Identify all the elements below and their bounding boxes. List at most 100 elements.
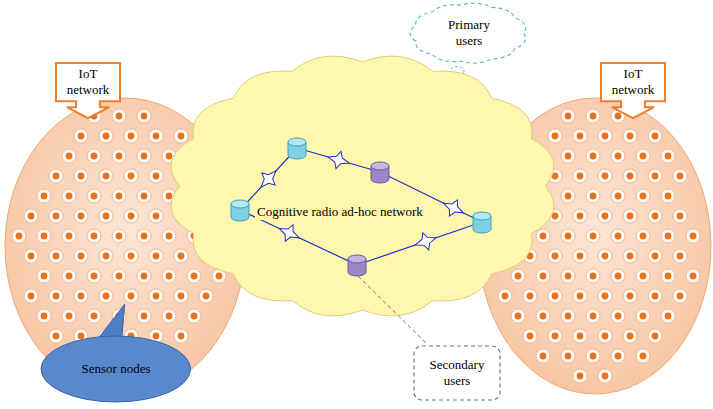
sensor-dot [598,249,612,263]
radio-node [288,138,306,159]
sensor-dot [611,309,625,323]
sensor-dot [24,249,38,263]
sensor-dot [648,289,662,303]
sensor-dot [586,309,600,323]
radio-node [231,200,249,221]
sensor-dot [611,189,625,203]
sensor-dot [636,229,650,243]
sensor-dot [37,189,51,203]
sensor-dot [37,229,51,243]
wireless-symbol [325,148,351,171]
sensor-dot [498,289,512,303]
sensor-dot [586,229,600,243]
sensor-dot [586,109,600,123]
node-label: IoT network [60,66,116,97]
sensor-dot [598,329,612,343]
sensor-dot [686,229,700,243]
sensor-dot [573,169,587,183]
sensor-dot [611,149,625,163]
sensor-dot [636,349,650,363]
sensor-dot [686,269,700,283]
sensor-dot [37,309,51,323]
sensor-dot [536,229,550,243]
sensor-dot [523,289,537,303]
sensor-dot [124,289,138,303]
sensor-dot [573,209,587,223]
sensor-dot [112,189,126,203]
sensor-dot [511,309,525,323]
sensor-dot [598,289,612,303]
sensor-dot [511,269,525,283]
sensor-dot [174,249,188,263]
sensor-dot [99,209,113,223]
sensor-dot [623,169,637,183]
node-label: Primary users [434,17,504,48]
sensor-dot [661,189,675,203]
sensor-dot [623,289,637,303]
sensor-dot [561,189,575,203]
sensor-dot [611,349,625,363]
sensor-dot [586,349,600,363]
sensor-dot [162,309,176,323]
sensor-dot [49,289,63,303]
sensor-dot [611,269,625,283]
sensor-dot [62,149,76,163]
sensor-dot [661,309,675,323]
sensor-dot [561,349,575,363]
sensor-dot [49,209,63,223]
sensor-dot [24,289,38,303]
sensor-dot [548,129,562,143]
sensor-dot [99,249,113,263]
sensor-dot [62,269,76,283]
sensor-dot [124,169,138,183]
sensor-dot [149,129,163,143]
sensor-dot [187,309,201,323]
sensor-dot [74,289,88,303]
sensor-dot [561,309,575,323]
sensor-dot [661,149,675,163]
sensor-dot [536,349,550,363]
sensor-dot [137,269,151,283]
sensor-dot [573,249,587,263]
sensor-dot [548,289,562,303]
sensor-dot [586,269,600,283]
sensor-dot [611,229,625,243]
sensor-dot [112,269,126,283]
sensor-dot [87,229,101,243]
sensor-dot [74,209,88,223]
radio-link [357,222,482,265]
secondary-users-box: Secondary users [413,345,501,401]
network-callout: IoT network [600,62,666,119]
sensor-dot [149,249,163,263]
sensor-dot [661,229,675,243]
sensor-dot [62,229,76,243]
sensor-dot [137,149,151,163]
sensor-dot [623,249,637,263]
sensor-dot [74,169,88,183]
sensor-dot [548,329,562,343]
sensor-dot [112,109,126,123]
node-label: Secondary users [418,357,496,388]
sensor-dot [586,149,600,163]
sensor-dot [137,189,151,203]
sensor-dot [561,229,575,243]
sensor-dot [648,129,662,143]
sensor-dot [598,209,612,223]
sensor-dot [112,149,126,163]
sensor-dot [62,189,76,203]
sensor-dot [112,229,126,243]
sensor-dot [49,169,63,183]
sensor-dot [99,289,113,303]
sensor-dot [37,269,51,283]
network-cloud-outline [165,52,560,320]
node-label: Cognitive radio ad-hoc network [255,204,425,220]
sensor-dot [162,269,176,283]
sensor-dot [536,269,550,283]
sensor-dot [124,129,138,143]
wireless-symbol [275,220,303,246]
sensor-dot [87,149,101,163]
sensor-dot [149,209,163,223]
sensor-dot [49,329,63,343]
sensor-dot [561,149,575,163]
